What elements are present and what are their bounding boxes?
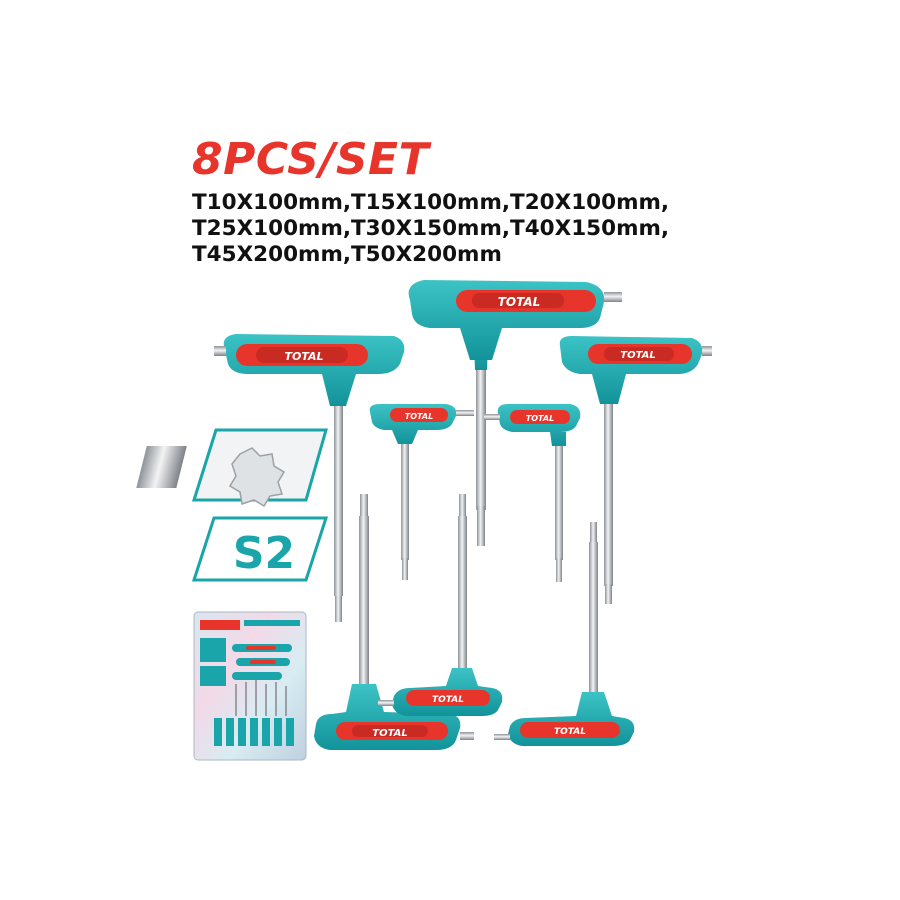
size-line-3: T45X200mm,T50X200mm (192, 242, 502, 267)
brand-logo: TOTAL (498, 295, 541, 309)
torx-bit-closeup-icon (136, 428, 328, 508)
wrench-t10-bottom: TOTAL (378, 494, 503, 716)
brand-logo: TOTAL (284, 350, 323, 363)
size-line-1: T10X100mm,T15X100mm,T20X100mm, (192, 190, 670, 215)
brand-logo: TOTAL (526, 414, 554, 423)
brand-logo: TOTAL (405, 412, 433, 421)
wrench-t45-top: TOTAL (214, 334, 405, 622)
material-badge: S2 (191, 516, 329, 582)
brand-logo: TOTAL (372, 728, 407, 739)
brand-logo: TOTAL (432, 695, 464, 705)
wrench-t20-top: TOTAL (484, 404, 581, 582)
wrench-t50-top: TOTAL (408, 280, 622, 546)
material-label: S2 (233, 528, 295, 579)
wrench-t40-top: TOTAL (559, 336, 712, 604)
wrench-t15-top: TOTAL (369, 404, 474, 580)
wrench-t30-bottom: TOTAL (314, 494, 474, 750)
set-count-title: 8PCS/SET (192, 134, 430, 185)
brand-logo: TOTAL (554, 727, 586, 737)
size-list: T10X100mm,T15X100mm,T20X100mm, T25X100mm… (192, 190, 752, 268)
size-line-2: T25X100mm,T30X150mm,T40X150mm, (192, 216, 670, 241)
wrench-t25-bottom: TOTAL (494, 522, 635, 746)
brand-logo: TOTAL (620, 350, 655, 361)
blister-package-image (193, 611, 307, 761)
